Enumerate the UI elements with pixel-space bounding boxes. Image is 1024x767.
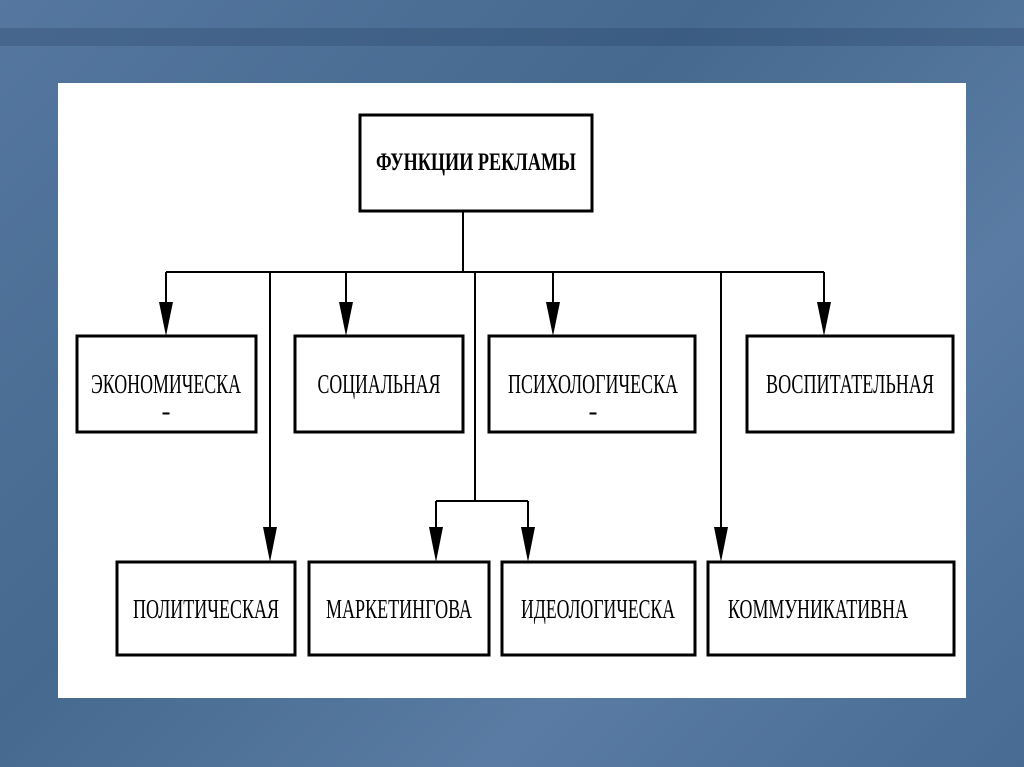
box-educational: ВОСПИТАТЕЛЬНАЯ: [745, 334, 955, 434]
decorative-band: [0, 28, 1024, 46]
box-label: ВОСПИТАТЕЛЬНАЯ: [766, 369, 934, 399]
box-psychological: ПСИХОЛОГИЧЕСКА -: [487, 334, 697, 434]
arrow-down-icon: [429, 527, 443, 562]
arrow-down-icon: [521, 527, 535, 562]
box-communicative: КОММУНИКАТИВНА: [706, 560, 956, 657]
box-economic: ЭКОНОМИЧЕСКА -: [75, 334, 258, 434]
arrow-down-icon: [339, 302, 353, 336]
box-social: СОЦИАЛЬНАЯ: [293, 334, 465, 434]
box-label: ЭКОНОМИЧЕСКА: [91, 369, 241, 399]
arrow-down-icon: [159, 302, 173, 336]
box-label-suffix: -: [589, 396, 598, 426]
arrow-down-icon: [546, 302, 560, 336]
arrow-down-icon: [817, 302, 831, 336]
arrow-down-icon: [263, 527, 277, 562]
arrow-down-icon: [714, 527, 728, 562]
connectors: [165, 211, 825, 530]
box-label: КОММУНИКАТИВНА: [728, 594, 908, 624]
box-political: ПОЛИТИЧЕСКАЯ: [115, 560, 297, 657]
box-marketing: МАРКЕТИНГОВА: [307, 560, 491, 657]
box-label: ИДЕОЛОГИЧЕСКА: [521, 594, 675, 624]
arrowheads: [159, 302, 831, 562]
box-label: МАРКЕТИНГОВА: [326, 594, 472, 624]
box-label-suffix: -: [162, 396, 171, 426]
box-label: СОЦИАЛЬНАЯ: [318, 369, 441, 399]
box-label: ПСИХОЛОГИЧЕСКА: [508, 369, 678, 399]
title-box: ФУНКЦИИ РЕКЛАМЫ: [358, 113, 594, 213]
box-ideological: ИДЕОЛОГИЧЕСКА: [500, 560, 697, 657]
box-label: ПОЛИТИЧЕСКАЯ: [133, 594, 279, 624]
diagram-title: ФУНКЦИИ РЕКЛАМЫ: [376, 149, 576, 176]
